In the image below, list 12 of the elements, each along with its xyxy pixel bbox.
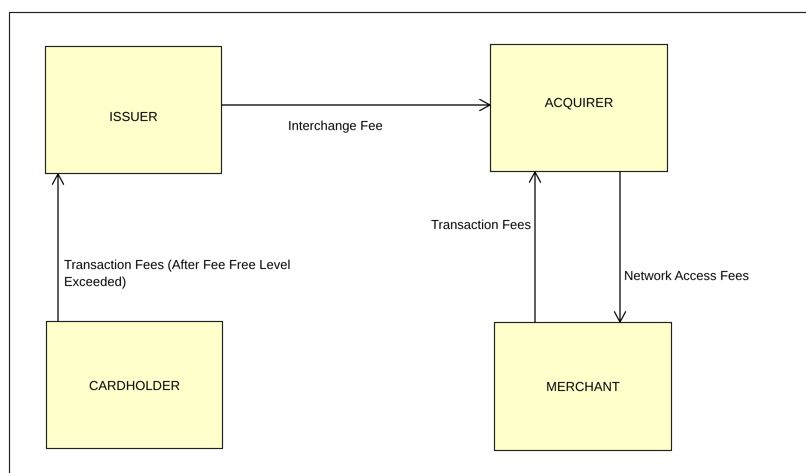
entity-name: MERCHANT <box>546 379 620 394</box>
arrow <box>528 171 542 322</box>
entity-box <box>490 44 668 172</box>
entity-name: CARDHOLDER <box>88 378 180 392</box>
entity-name: ISSUER <box>109 108 158 124</box>
arrow <box>613 172 627 323</box>
entity-box <box>45 46 222 174</box>
arrow <box>51 173 65 321</box>
entity-box <box>494 322 672 451</box>
arrow <box>222 98 491 112</box>
entity-name: ACQUIRER <box>544 94 614 110</box>
entity-box <box>46 321 223 449</box>
